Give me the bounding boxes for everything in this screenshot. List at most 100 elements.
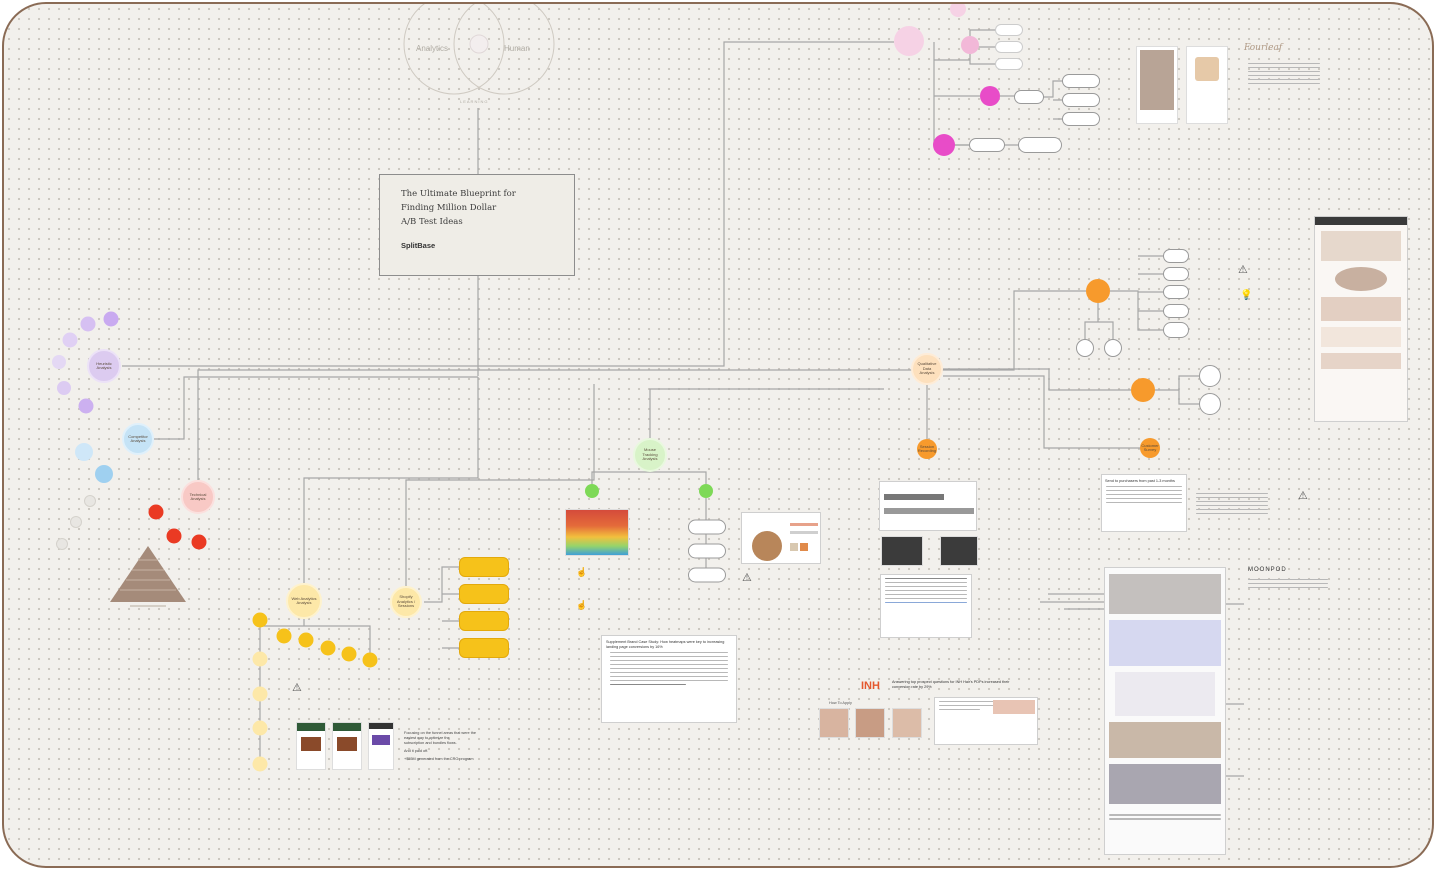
yellow-subnode-4[interactable] xyxy=(320,640,336,656)
purple-subnode-6[interactable] xyxy=(78,398,94,414)
yellow-subnode-8[interactable] xyxy=(252,686,268,702)
blueprint-title: The Ultimate Blueprint for Finding Milli… xyxy=(401,189,516,227)
yellow-box-2[interactable] xyxy=(459,584,509,604)
pink-pill-6[interactable] xyxy=(1062,93,1100,107)
warning-icon-4: ⚠ xyxy=(1298,490,1308,502)
connector-4 xyxy=(154,376,478,440)
qualitative-analysis-node[interactable]: Qualitative Data Analysis xyxy=(911,353,943,385)
moonpod-logo: MOONPOD xyxy=(1248,567,1287,573)
green-subnode-2[interactable] xyxy=(699,484,713,498)
pink-node-1[interactable] xyxy=(894,26,924,56)
green-subnode-1[interactable] xyxy=(585,484,599,498)
yellow-subnode-2[interactable] xyxy=(276,628,292,644)
venn-diagram xyxy=(403,4,555,95)
red-subnode-2[interactable] xyxy=(166,528,182,544)
web-analytics-node[interactable]: Web Analytics Analysis xyxy=(286,583,322,619)
pink-node-2[interactable] xyxy=(961,36,979,54)
venn-left-label: Analytics xyxy=(416,44,449,53)
competitor-analysis-node[interactable]: Competitor Analysis xyxy=(122,423,154,455)
mouse-tracking-node[interactable]: Mouse Tracking Analysis xyxy=(633,438,667,472)
red-subnode-1[interactable] xyxy=(148,504,164,520)
grey-subnode-1[interactable] xyxy=(84,495,96,507)
connector-19 xyxy=(1155,375,1199,405)
qual-pill-4[interactable] xyxy=(1163,304,1189,318)
pink-pill-2[interactable] xyxy=(995,41,1023,53)
purple-subnode-4[interactable] xyxy=(52,355,66,369)
qual-circle-1[interactable] xyxy=(1076,339,1094,357)
quiz-dark-2 xyxy=(940,536,978,566)
yellow-box-4[interactable] xyxy=(459,638,509,658)
purple-subnode-1[interactable] xyxy=(103,311,119,327)
inh-photo-1 xyxy=(819,708,849,738)
grey-subnode-2[interactable] xyxy=(70,516,82,528)
mouse-pill-3[interactable] xyxy=(688,567,726,583)
inh-pdp-screenshot xyxy=(934,697,1038,745)
connector-25 xyxy=(1226,603,1244,777)
pink-pill-8[interactable] xyxy=(969,138,1005,152)
product-page-screenshot xyxy=(741,512,821,564)
yellow-subnode-7[interactable] xyxy=(252,651,268,667)
blue-subnode-2[interactable] xyxy=(95,465,113,483)
customer-survey-node[interactable]: Customer Survey xyxy=(1140,438,1160,458)
yellow-subnode-3[interactable] xyxy=(298,632,314,648)
yellow-subnode-1[interactable] xyxy=(252,612,268,628)
orange-subnode-top[interactable] xyxy=(1086,279,1110,303)
pointer-icon-2: ☝ xyxy=(576,600,588,610)
quiz-screenshot xyxy=(879,481,977,531)
technical-analysis-node[interactable]: Technical Analysis xyxy=(181,480,215,514)
grey-subnode-3[interactable] xyxy=(56,538,68,550)
blue-subnode-1[interactable] xyxy=(75,443,93,461)
pink-pill-5[interactable] xyxy=(1062,74,1100,88)
red-subnode-3[interactable] xyxy=(191,534,207,550)
survey-notes xyxy=(1192,490,1272,517)
inh-logo: INH xyxy=(861,680,880,692)
yellow-subnode-9[interactable] xyxy=(252,720,268,736)
yellow-box-3[interactable] xyxy=(459,611,509,631)
qual-circle-4[interactable] xyxy=(1199,393,1221,415)
fourleaf-brand: Fourleaf xyxy=(1244,43,1283,53)
mouse-pill-2[interactable] xyxy=(688,543,726,559)
yellow-subnode-6[interactable] xyxy=(362,652,378,668)
survey-question-card[interactable]: Send to purchasers from past 1-3 months xyxy=(1101,474,1187,532)
qual-pill-1[interactable] xyxy=(1163,249,1189,263)
pink-pill-3[interactable] xyxy=(995,58,1023,70)
magenta-node-1[interactable] xyxy=(980,86,1000,106)
pink-pill-4[interactable] xyxy=(1014,90,1044,104)
survey-form-screenshot xyxy=(880,574,972,638)
pink-pill-7[interactable] xyxy=(1062,112,1100,126)
inh-photo-3 xyxy=(892,708,922,738)
purple-subnode-3[interactable] xyxy=(62,332,78,348)
yellow-box-1[interactable] xyxy=(459,557,509,577)
quiz-dark-1 xyxy=(881,536,923,566)
venn-right-label: Human xyxy=(504,44,530,53)
yellow-subnode-5[interactable] xyxy=(341,646,357,662)
session-recording-node[interactable]: Session Recording xyxy=(917,439,937,459)
magenta-node-2[interactable] xyxy=(933,134,955,156)
purple-subnode-2[interactable] xyxy=(80,316,96,332)
qual-pill-3[interactable] xyxy=(1163,285,1189,299)
connector-17 xyxy=(1110,255,1164,331)
qual-pill-2[interactable] xyxy=(1163,267,1189,281)
heuristic-analysis-node[interactable]: Heuristic Analysis xyxy=(87,349,121,383)
case-study-card[interactable]: Supplement Brand Case Study: How heatmap… xyxy=(601,635,737,723)
qual-pill-5[interactable] xyxy=(1163,322,1189,338)
warning-icon-3: ⚠ xyxy=(1238,264,1248,276)
mixpanel-note: Focusing on the funnel areas that were t… xyxy=(404,731,476,761)
pink-pill-1[interactable] xyxy=(995,24,1023,36)
connector-layer xyxy=(122,29,1244,777)
warning-icon-2: ⚠ xyxy=(292,682,302,694)
connector-18 xyxy=(1084,303,1114,339)
qual-circle-2[interactable] xyxy=(1104,339,1122,357)
orange-subnode-mid[interactable] xyxy=(1131,378,1155,402)
inh-photo-2 xyxy=(855,708,885,738)
shopify-analytics-node[interactable]: Shopify Analytics / Sessions xyxy=(390,586,422,618)
mouse-pill-1[interactable] xyxy=(688,519,726,535)
funnel-screenshot-1 xyxy=(296,722,326,770)
yellow-subnode-10[interactable] xyxy=(252,756,268,772)
pink-node-top[interactable] xyxy=(950,4,966,17)
connector-9 xyxy=(478,290,1086,371)
qual-circle-3[interactable] xyxy=(1199,365,1221,387)
purple-subnode-5[interactable] xyxy=(57,381,71,395)
title-card[interactable]: The Ultimate Blueprint for Finding Milli… xyxy=(379,174,575,276)
pink-pill-9[interactable] xyxy=(1018,137,1062,153)
